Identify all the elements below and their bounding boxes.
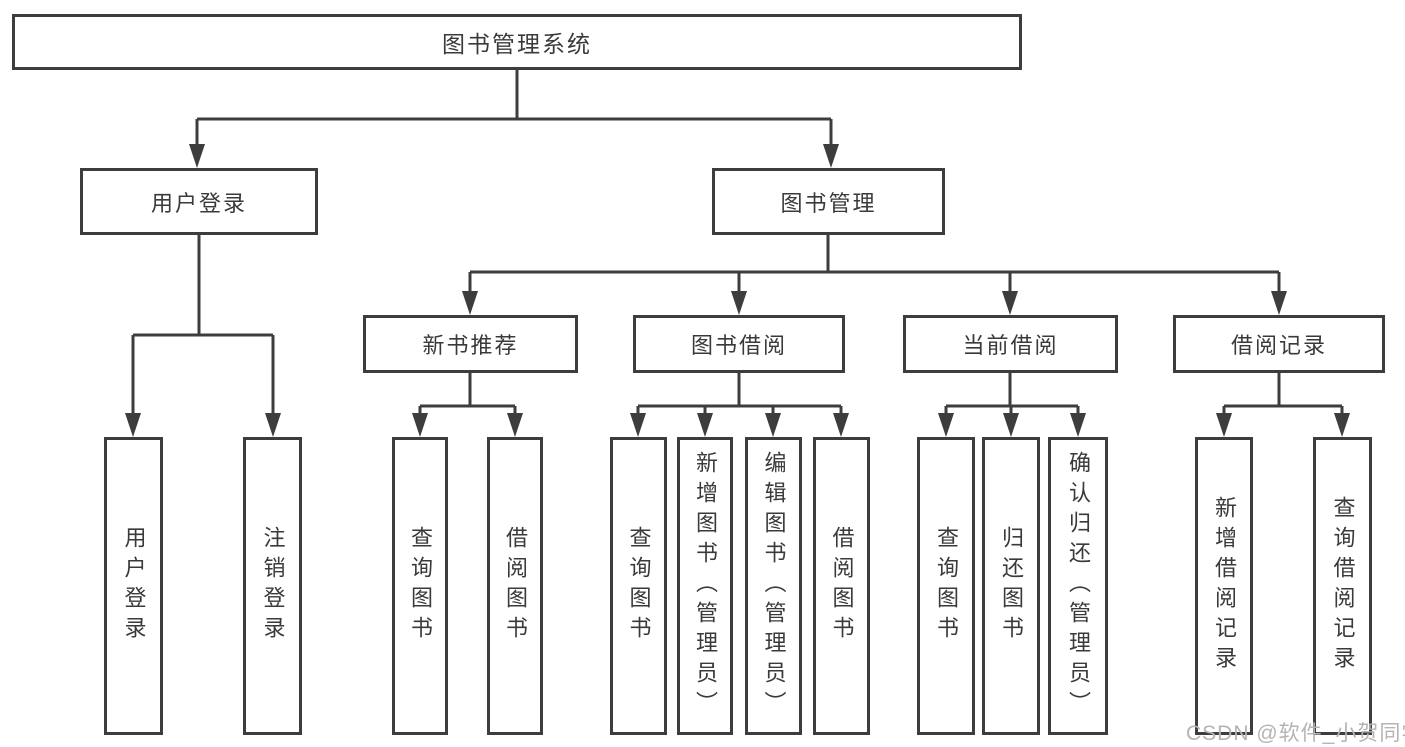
node-label: 查询图书 [934, 526, 959, 646]
leaf-confirm-return-admin: 确认归还（管理员） [1048, 437, 1108, 735]
leaf-return-book: 归还图书 [982, 437, 1040, 735]
node-label: 编辑图书（管理员） [761, 451, 787, 721]
node-label: 查询图书 [626, 526, 652, 646]
node-label: 确认归还（管理员） [1066, 451, 1091, 721]
node-label: 新增借阅记录 [1212, 496, 1237, 676]
node-label: 图书借阅 [690, 333, 787, 358]
node-library-management-system: 图书管理系统 [12, 14, 1022, 70]
node-book-management: 图书管理 [712, 168, 945, 235]
leaf-edit-book-admin: 编辑图书（管理员） [745, 437, 802, 735]
node-label: 用户登录 [150, 190, 247, 216]
node-label: 查询借阅记录 [1330, 496, 1356, 676]
leaf-query-books-borrow: 查询图书 [610, 437, 667, 735]
node-label: 用户登录 [121, 526, 147, 646]
node-new-book-recommend: 新书推荐 [363, 315, 578, 373]
leaf-borrow-books: 借阅图书 [813, 437, 870, 735]
node-user-login: 用户登录 [80, 168, 318, 235]
node-label: 新书推荐 [422, 333, 519, 358]
node-label: 查询图书 [408, 526, 433, 646]
node-label: 归还图书 [999, 526, 1024, 646]
node-label: 借阅记录 [1230, 333, 1327, 358]
node-label: 注销登录 [260, 526, 286, 646]
node-label: 借阅图书 [503, 526, 528, 646]
node-current-borrow: 当前借阅 [903, 315, 1118, 373]
node-label: 图书管理 [780, 190, 877, 216]
leaf-query-books-recommend: 查询图书 [392, 437, 448, 735]
node-book-borrow: 图书借阅 [633, 315, 845, 373]
leaf-query-books-current: 查询图书 [917, 437, 975, 735]
node-label: 图书管理系统 [442, 31, 592, 57]
leaf-query-borrow-record: 查询借阅记录 [1313, 437, 1372, 735]
node-label: 当前借阅 [962, 333, 1059, 358]
node-label: 借阅图书 [829, 526, 855, 646]
leaf-add-borrow-record: 新增借阅记录 [1195, 437, 1253, 735]
node-borrow-records: 借阅记录 [1173, 315, 1385, 373]
leaf-borrow-books-recommend: 借阅图书 [487, 437, 543, 735]
leaf-user-login: 用户登录 [104, 437, 163, 735]
leaf-add-book-admin: 新增图书（管理员） [677, 437, 733, 735]
node-label: 新增图书（管理员） [693, 451, 718, 721]
csdn-watermark: CSDN @软件_小贺同学 [1186, 722, 1405, 745]
leaf-logout: 注销登录 [243, 437, 302, 735]
